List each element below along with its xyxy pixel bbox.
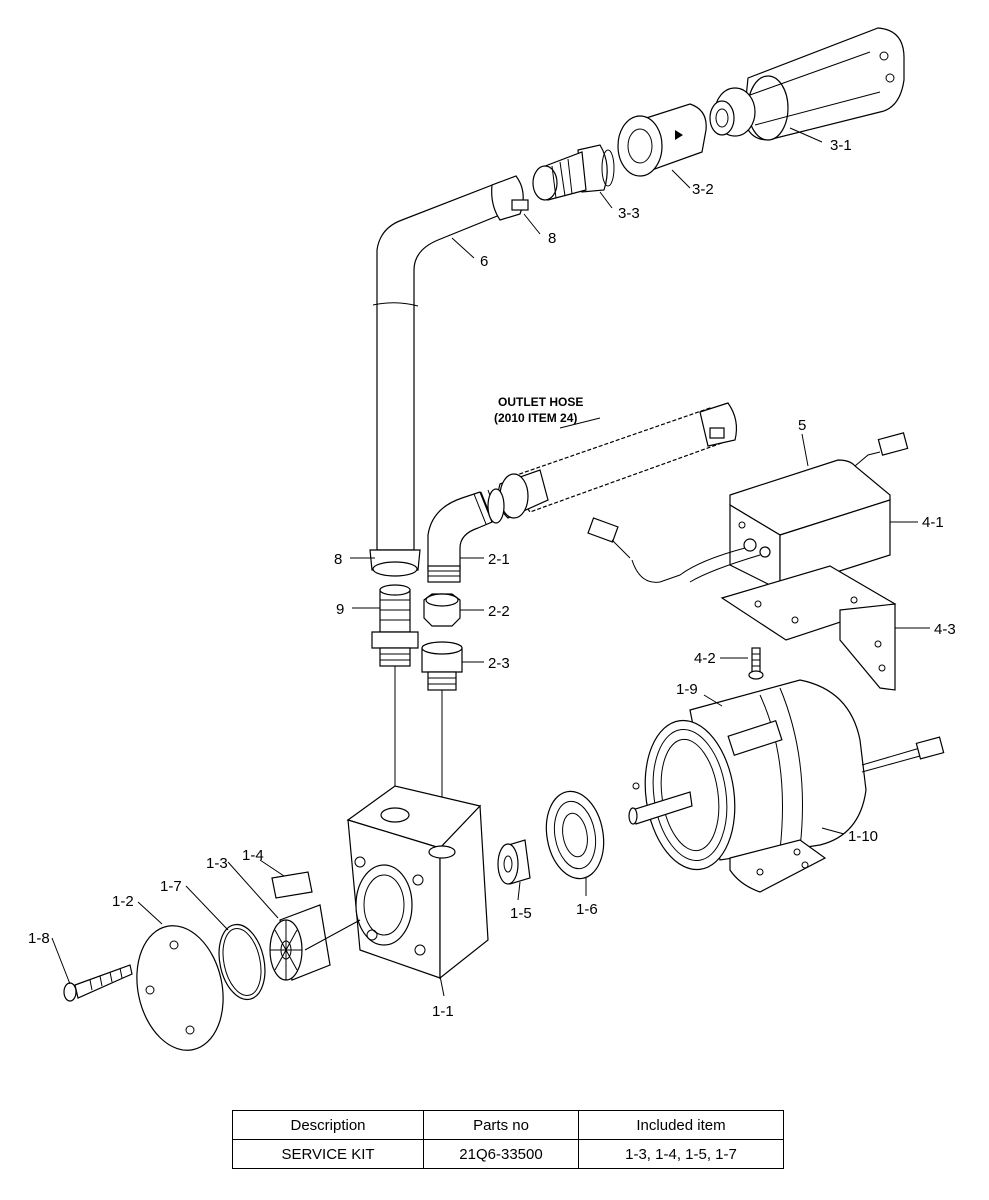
- callout-4-1: 4-1: [922, 514, 944, 531]
- part-3-2-check-valve: [617, 103, 707, 177]
- part-2-2-nut: [423, 593, 461, 627]
- part-4-1-control-box: [587, 432, 909, 591]
- callout-6: 6: [480, 253, 488, 270]
- callout-labels: 3-1 3-2 3-3 8 6 5 4-1 4-3 4-2 8 2-1 9 2-…: [28, 137, 956, 1020]
- callout-3-3: 3-3: [618, 205, 640, 222]
- part-1-9-motor: [628, 679, 945, 893]
- callout-8-bottom: 8: [334, 551, 342, 568]
- callout-1-9: 1-9: [676, 681, 698, 698]
- service-kit-table: Description Parts no Included item SERVI…: [232, 1110, 784, 1169]
- part-3-1-filter: [709, 27, 905, 141]
- part-1-1-pump-housing: [346, 785, 489, 980]
- cell-parts-no: 21Q6-33500: [423, 1139, 579, 1169]
- part-outlet-hose: [497, 402, 738, 519]
- part-1-8-screw: [63, 964, 133, 1002]
- header-description: Description: [232, 1110, 424, 1140]
- part-2-1-elbow: [427, 488, 505, 583]
- callout-4-3: 4-3: [934, 621, 956, 638]
- part-1-7-o-ring: [218, 923, 266, 1001]
- part-9-fitting: [371, 584, 419, 667]
- part-4-2-screw: [748, 647, 764, 680]
- part-4-3-bracket: [720, 565, 897, 691]
- part-6-hose: [369, 175, 529, 577]
- callout-1-4: 1-4: [242, 847, 264, 864]
- callout-9: 9: [336, 601, 344, 618]
- header-parts-no: Parts no: [423, 1110, 579, 1140]
- cell-included-item: 1-3, 1-4, 1-5, 1-7: [578, 1139, 784, 1169]
- callout-1-6: 1-6: [576, 901, 598, 918]
- callout-3-1: 3-1: [830, 137, 852, 154]
- callout-1-8: 1-8: [28, 930, 50, 947]
- callout-1-7: 1-7: [160, 878, 182, 895]
- part-3-3-adapter: [532, 144, 615, 201]
- callout-1-3: 1-3: [206, 855, 228, 872]
- callout-1-2: 1-2: [112, 893, 134, 910]
- callout-2-3: 2-3: [488, 655, 510, 672]
- part-2-3-fitting: [421, 641, 463, 691]
- callout-5: 5: [798, 417, 806, 434]
- callout-1-5: 1-5: [510, 905, 532, 922]
- callout-1-10: 1-10: [848, 828, 878, 845]
- part-1-2-cover-plate: [136, 925, 224, 1051]
- callout-2-1: 2-1: [488, 551, 510, 568]
- table-header-row: Description Parts no Included item: [232, 1110, 784, 1140]
- callout-2-2: 2-2: [488, 603, 510, 620]
- callout-3-2: 3-2: [692, 181, 714, 198]
- callout-4-2: 4-2: [694, 650, 716, 667]
- table-row: SERVICE KIT 21Q6-33500 1-3, 1-4, 1-5, 1-…: [232, 1139, 784, 1169]
- cell-description: SERVICE KIT: [232, 1139, 424, 1169]
- outlet-hose-note-line2: (2010 ITEM 24): [494, 411, 577, 425]
- leader-lines: [51, 127, 930, 997]
- part-1-5-spacer: [497, 839, 531, 885]
- outlet-hose-note-line1: OUTLET HOSE: [498, 395, 583, 409]
- part-1-4-key: [271, 871, 313, 899]
- callout-8-top: 8: [548, 230, 556, 247]
- part-1-6-bearing: [545, 790, 605, 880]
- header-included-item: Included item: [578, 1110, 784, 1140]
- callout-1-1: 1-1: [432, 1003, 454, 1020]
- part-1-3-impeller: [269, 904, 331, 981]
- exploded-parts-diagram: 3-1 3-2 3-3 8 6 5 4-1 4-3 4-2 8 2-1 9 2-…: [28, 27, 956, 1051]
